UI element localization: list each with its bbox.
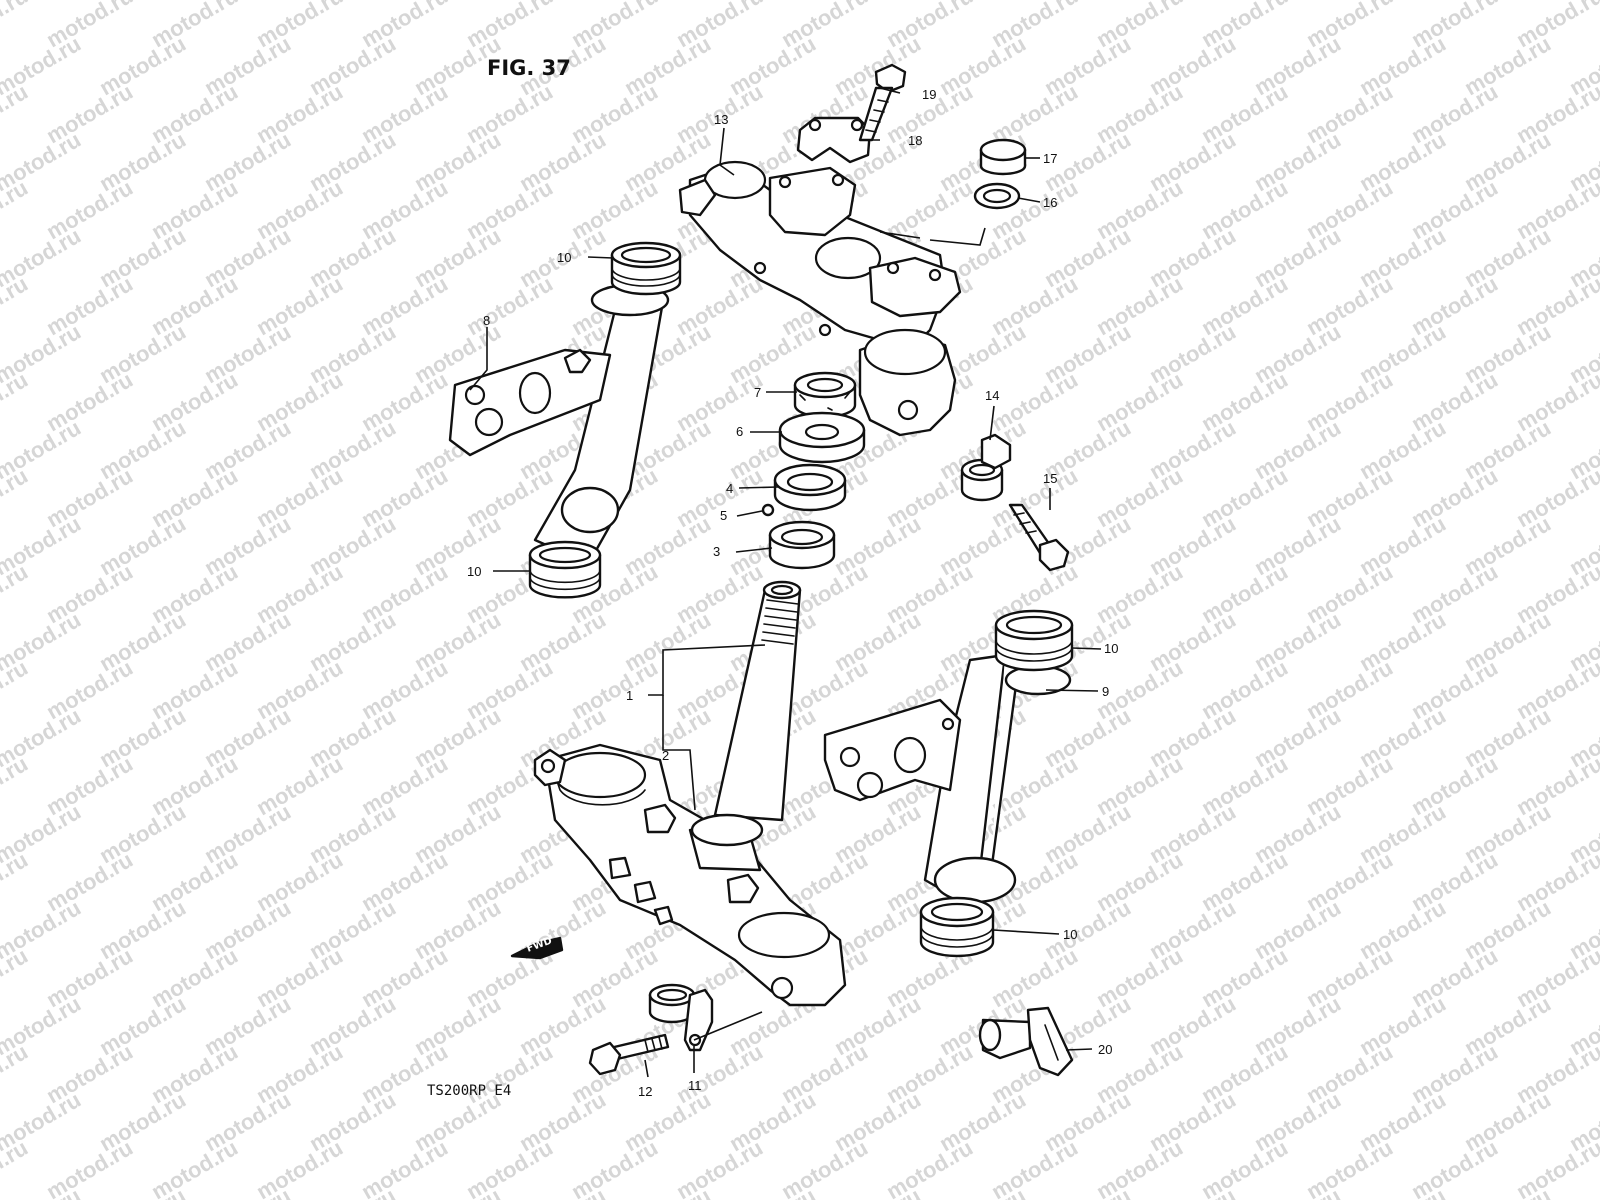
watermark-text: motod.ru <box>42 1135 137 1200</box>
watermark-text: motod.ru <box>1460 1183 1555 1200</box>
lower-bracket <box>533 743 847 1007</box>
model-code: TS200RP E4 <box>427 1083 511 1099</box>
watermark-text: motod.ru <box>0 847 32 916</box>
callout-10-upper-left: 10 <box>557 250 571 265</box>
watermark-text: motod.ru <box>777 1135 872 1200</box>
callout-17: 17 <box>1043 151 1057 166</box>
watermark-text: motod.ru <box>0 1135 32 1200</box>
watermark-text: motod.ru <box>1040 1183 1135 1200</box>
watermark-text: motod.ru <box>1565 1183 1600 1200</box>
washer-16 <box>973 182 1021 210</box>
watermark-text: motod.ru <box>987 1135 1082 1200</box>
seal-10-lower-right <box>919 896 995 958</box>
callout-15: 15 <box>1043 471 1057 486</box>
callout-6: 6 <box>736 424 743 439</box>
fork-ring-right-lower <box>933 856 1017 904</box>
bearing-race-3 <box>768 520 836 570</box>
steering-lock-20 <box>978 1006 1074 1077</box>
watermark-text: motod.ru <box>0 1039 32 1108</box>
watermark-text: motod.ru <box>1407 1135 1502 1200</box>
callout-9: 9 <box>1102 684 1109 699</box>
callout-14: 14 <box>985 388 999 403</box>
clamp-11 <box>648 983 714 1052</box>
handlebar-holder-18 <box>796 116 872 164</box>
callout-8: 8 <box>483 313 490 328</box>
watermark-text: motod.ru <box>830 1183 925 1200</box>
callout-3: 3 <box>713 544 720 559</box>
seal-10-lower-left <box>528 540 602 599</box>
watermark-text: motod.ru <box>462 1135 557 1200</box>
watermark-text: motod.ru <box>0 79 32 148</box>
watermark-text: motod.ru <box>0 559 32 628</box>
watermark-text: motod.ru <box>672 1135 767 1200</box>
bolt-12 <box>588 1033 670 1076</box>
watermark-text: motod.ru <box>0 0 32 52</box>
steering-stem-1 <box>713 580 802 822</box>
callout-19: 19 <box>922 87 936 102</box>
watermark-text: motod.ru <box>0 175 32 244</box>
fork-ring-lower <box>560 486 620 534</box>
bolt-19 <box>858 63 907 142</box>
watermark-text: motod.ru <box>1250 1183 1345 1200</box>
watermark-text: motod.ru <box>410 1183 505 1200</box>
cap-17 <box>979 138 1027 176</box>
leader-lines <box>469 87 1102 1078</box>
callout-4: 4 <box>726 481 733 496</box>
callout-12: 12 <box>638 1084 652 1099</box>
watermark-text: motod.ru <box>1355 1183 1450 1200</box>
steering-nut-7 <box>793 371 857 419</box>
callout-10-lower-right: 10 <box>1063 927 1077 942</box>
nut-14 <box>960 433 1012 502</box>
seal-10-upper-right <box>994 609 1074 672</box>
watermark-text: motod.ru <box>0 751 32 820</box>
callout-16: 16 <box>1043 195 1057 210</box>
watermark-text: motod.ru <box>1145 1183 1240 1200</box>
ball-5 <box>761 503 775 517</box>
bearing-race-4 <box>773 463 847 512</box>
seal-10-upper-left <box>610 241 682 296</box>
callout-20: 20 <box>1098 1042 1112 1057</box>
callout-7: 7 <box>754 385 761 400</box>
watermark-text: motod.ru <box>882 1135 977 1200</box>
figure-title: FIG. 37 <box>487 56 571 80</box>
callout-13: 13 <box>714 112 728 127</box>
callout-1: 1 <box>626 688 633 703</box>
bolt-15 <box>1008 503 1070 572</box>
watermark-text: motod.ru <box>357 1135 452 1200</box>
watermark-text: motod.ru <box>252 1135 347 1200</box>
upper-bracket <box>678 160 962 437</box>
watermark-text: motod.ru <box>1512 1135 1600 1200</box>
callout-18: 18 <box>908 133 922 148</box>
callout-5: 5 <box>720 508 727 523</box>
callout-10-lower-left: 10 <box>467 564 481 579</box>
watermark-text: motod.ru <box>725 1183 820 1200</box>
watermark-text: motod.ru <box>0 367 32 436</box>
callout-10-upper-right: 10 <box>1104 641 1118 656</box>
watermark-text: motod.ru <box>1302 1135 1397 1200</box>
watermark-text: motod.ru <box>515 1183 610 1200</box>
watermark-text: motod.ru <box>567 1135 662 1200</box>
callouts: 1 2 3 4 5 6 7 8 9 10 10 10 10 11 12 13 1… <box>467 87 1118 1099</box>
watermark-text: motod.ru <box>200 1183 295 1200</box>
leader-16-hidden <box>879 227 986 246</box>
watermark-text: motod.ru <box>0 463 32 532</box>
washer-6 <box>778 411 866 464</box>
watermark-text: motod.ru <box>620 1183 715 1200</box>
watermark-text: motod.ru <box>0 943 32 1012</box>
watermark-text: motod.ru <box>1092 1135 1187 1200</box>
callout-2: 2 <box>662 748 669 763</box>
watermark-text: motod.ru <box>935 1183 1030 1200</box>
watermark-text: motod.ru <box>147 1135 242 1200</box>
callout-11: 11 <box>688 1078 702 1093</box>
watermark-text: motod.ru <box>1197 1135 1292 1200</box>
watermark-text: motod.ru <box>95 1183 190 1200</box>
watermark-text: motod.ru <box>0 655 32 724</box>
watermark-text: motod.ru <box>305 1183 400 1200</box>
watermark-text: motod.ru <box>0 271 32 340</box>
fork-cover-9 <box>823 653 1020 902</box>
